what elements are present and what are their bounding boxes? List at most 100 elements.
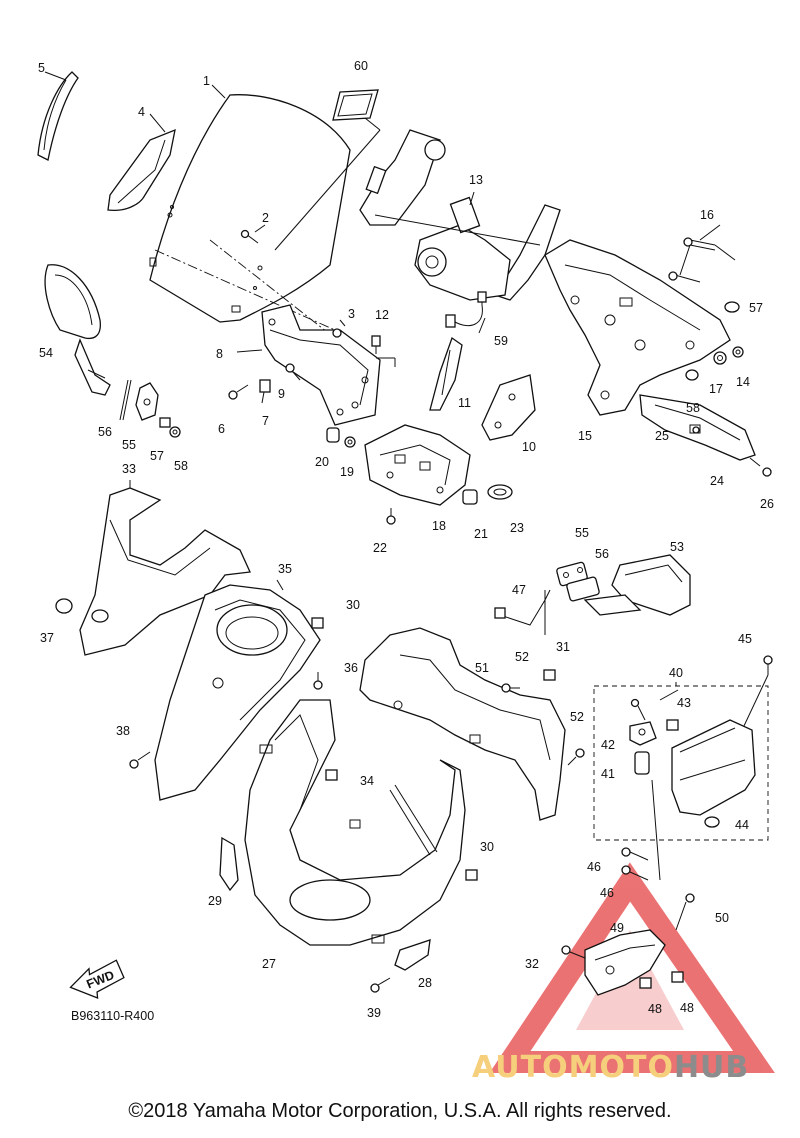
part-20-collar [326, 427, 340, 443]
label-part-34: 34 [360, 774, 374, 788]
part-42-bracket [629, 698, 657, 746]
part-47-hose [494, 589, 551, 635]
label-part-11: 11 [458, 396, 471, 410]
label-part-40: 40 [669, 666, 683, 680]
part-38-screw [129, 751, 151, 769]
label-part-56-a: 56 [98, 425, 112, 439]
part-26-bolt [749, 457, 772, 477]
part-46-screw-a [621, 847, 649, 861]
label-part-53: 53 [670, 540, 684, 554]
label-part-33: 33 [122, 462, 136, 476]
label-part-56-b: 56 [595, 547, 609, 561]
part-number-labels: 1 2 3 4 5 6 7 8 9 10 11 12 13 14 15 16 1… [38, 59, 774, 1020]
part-4-panel [107, 113, 176, 211]
label-part-30-b: 30 [480, 840, 494, 854]
label-part-16: 16 [700, 208, 714, 222]
part-21-collar [462, 489, 478, 505]
part-52-screw-a [501, 683, 520, 693]
part-40-ecu-unit [671, 719, 756, 816]
label-part-3: 3 [348, 307, 355, 321]
part-54-mirror [44, 264, 111, 396]
label-part-39: 39 [367, 1006, 381, 1020]
label-part-52-b: 52 [570, 710, 584, 724]
label-part-55-b: 55 [575, 526, 589, 540]
label-part-48-b: 48 [680, 1001, 694, 1015]
part-number-labels-overlay: 46 49 48 30 [600, 886, 662, 1016]
diagram-code: B963110-R400 [71, 1009, 155, 1023]
part-36-screw [313, 672, 323, 690]
part-10-cover [481, 374, 536, 441]
label-part-29: 29 [208, 894, 222, 908]
label-part-32: 32 [525, 957, 539, 971]
part-50-screw [675, 893, 695, 931]
part-23-clamp [487, 484, 513, 500]
label-part-51: 51 [475, 661, 489, 675]
label-part-45: 45 [738, 632, 752, 646]
part-11-lever [429, 336, 463, 411]
part-40-assembly-box [593, 682, 769, 841]
part-35-front-panel [154, 584, 321, 801]
label-part-47: 47 [512, 583, 526, 597]
part-60-sticker [274, 89, 381, 251]
label-part-6: 6 [218, 422, 225, 436]
label-part-57-b: 57 [749, 301, 763, 315]
label-part-50: 50 [715, 911, 729, 925]
label-part-60: 60 [354, 59, 368, 73]
label-part-15: 15 [578, 429, 592, 443]
label-part-18: 18 [432, 519, 446, 533]
part-15-stay [544, 239, 731, 416]
label-part-42: 42 [601, 738, 615, 752]
part-30-nut-a [311, 617, 324, 629]
label-part-36: 36 [344, 661, 358, 675]
part-18-plate [364, 424, 471, 506]
label-part-31: 31 [556, 640, 570, 654]
label-part-24: 24 [710, 474, 724, 488]
part-6-bolt [228, 384, 249, 400]
label-part-43: 43 [677, 696, 691, 710]
label-part-57-a: 57 [150, 449, 164, 463]
part-48-nut-a [639, 977, 652, 989]
part-29-cover [219, 836, 239, 892]
part-52-screw-b [567, 748, 585, 766]
label-part-48-a: 48 [648, 1002, 662, 1016]
part-5-deflector [37, 71, 79, 161]
fwd-arrow: FWD [69, 959, 125, 1000]
part-14-nut [732, 346, 744, 358]
label-part-25: 25 [655, 429, 669, 443]
part-57-grommet [724, 301, 740, 313]
part-8-bracket [236, 304, 381, 426]
label-part-55-a: 55 [122, 438, 136, 452]
part-25-screw [692, 426, 700, 434]
label-part-41: 41 [601, 767, 615, 781]
label-part-5: 5 [38, 61, 45, 75]
watermark-text-part1: AUTOMOTO [472, 1050, 674, 1085]
part-56-plate-right [566, 576, 600, 602]
part-12-bolt [371, 335, 396, 367]
label-part-10: 10 [522, 440, 536, 454]
label-part-22: 22 [373, 541, 387, 555]
part-17-nut [713, 351, 727, 365]
part-53-mirror-right [583, 554, 691, 616]
part-22-screw [386, 508, 396, 525]
part-49-bracket [584, 929, 666, 996]
label-part-54: 54 [39, 346, 53, 360]
part-58-damper [685, 369, 699, 381]
parts-55-58-mirror-mount [119, 379, 181, 438]
part-1-windshield [149, 84, 351, 351]
label-part-44: 44 [735, 818, 749, 832]
copyright-notice: ©2018 Yamaha Motor Corporation, U.S.A. A… [128, 1100, 672, 1122]
label-part-21: 21 [474, 527, 488, 541]
part-9-bolt [285, 363, 301, 381]
label-part-26: 26 [760, 497, 774, 511]
leader-lines [129, 224, 721, 701]
part-48-nut-b [671, 971, 684, 983]
part-33-cowling-top [79, 487, 251, 656]
part-7-clip [259, 379, 271, 404]
label-part-52-a: 52 [515, 650, 529, 664]
part-44-damper [704, 816, 720, 828]
part-43-nut [666, 719, 679, 731]
label-part-28: 28 [418, 976, 432, 990]
label-part-38: 38 [116, 724, 130, 738]
label-part-17: 17 [709, 382, 723, 396]
label-part-9: 9 [278, 387, 285, 401]
